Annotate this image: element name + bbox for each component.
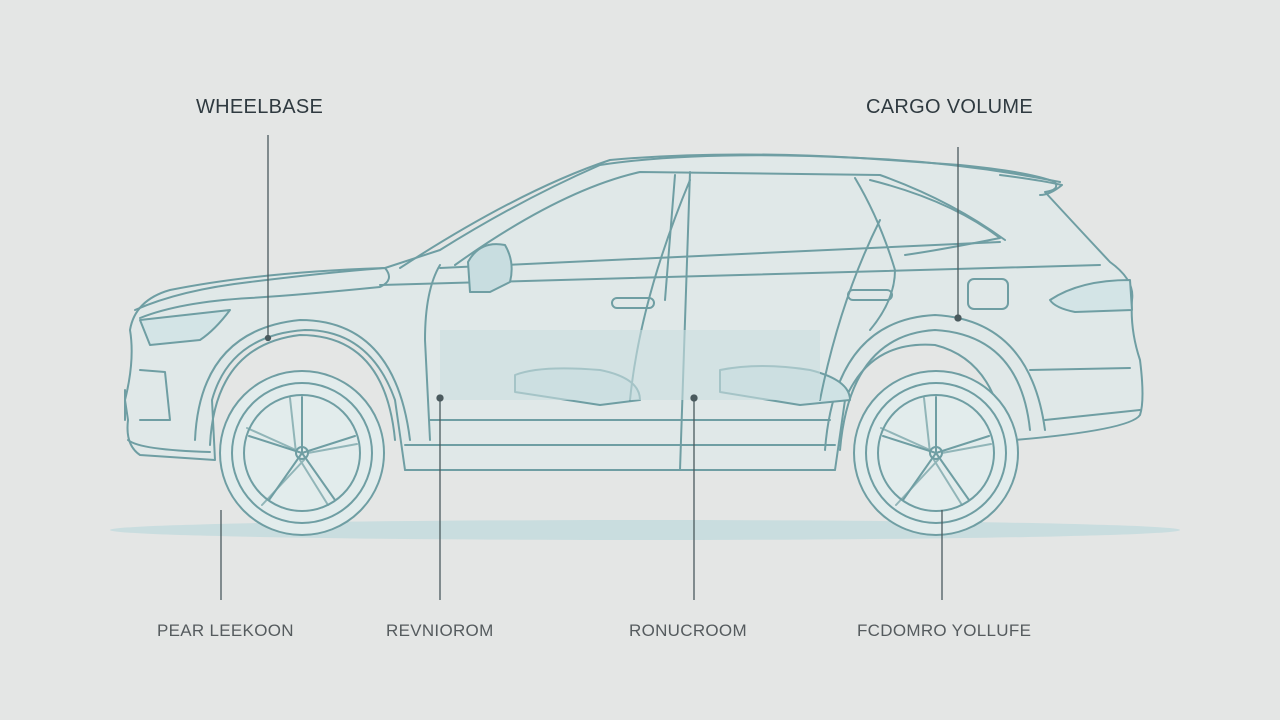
taillight bbox=[1049, 279, 1133, 313]
side-mirror bbox=[467, 243, 513, 293]
front-bumper bbox=[124, 369, 211, 453]
label-cargo-volume: CARGO VOLUME bbox=[866, 96, 1033, 118]
label-bottom-4: FCDOMRO YOLLUFE bbox=[857, 621, 1032, 640]
window-line bbox=[454, 171, 1006, 266]
cabin-floor-shade bbox=[440, 330, 820, 400]
c-pillar bbox=[854, 177, 896, 331]
headlight bbox=[139, 309, 231, 346]
rear-wheel bbox=[853, 370, 1019, 536]
front-door-handle bbox=[611, 297, 655, 309]
fuel-door bbox=[967, 278, 1009, 310]
label-bottom-1: PEAR LEEKOON bbox=[157, 621, 294, 640]
front-door bbox=[424, 264, 441, 441]
rear-window bbox=[869, 179, 1001, 256]
roof-line bbox=[399, 153, 1061, 269]
hood bbox=[134, 267, 390, 319]
label-wheelbase: WHEELBASE bbox=[196, 96, 324, 118]
rear-spoiler bbox=[999, 174, 1063, 196]
rocker-panel bbox=[404, 419, 836, 471]
rear-bumper bbox=[1029, 367, 1141, 421]
label-bottom-2: REVNIOROM bbox=[386, 621, 494, 640]
belt-line bbox=[439, 241, 1001, 269]
front-wheel bbox=[219, 370, 385, 536]
label-bottom-3: RONUCROOM bbox=[629, 621, 747, 640]
car-body bbox=[124, 154, 1144, 471]
front-wheel-arch bbox=[194, 319, 411, 441]
